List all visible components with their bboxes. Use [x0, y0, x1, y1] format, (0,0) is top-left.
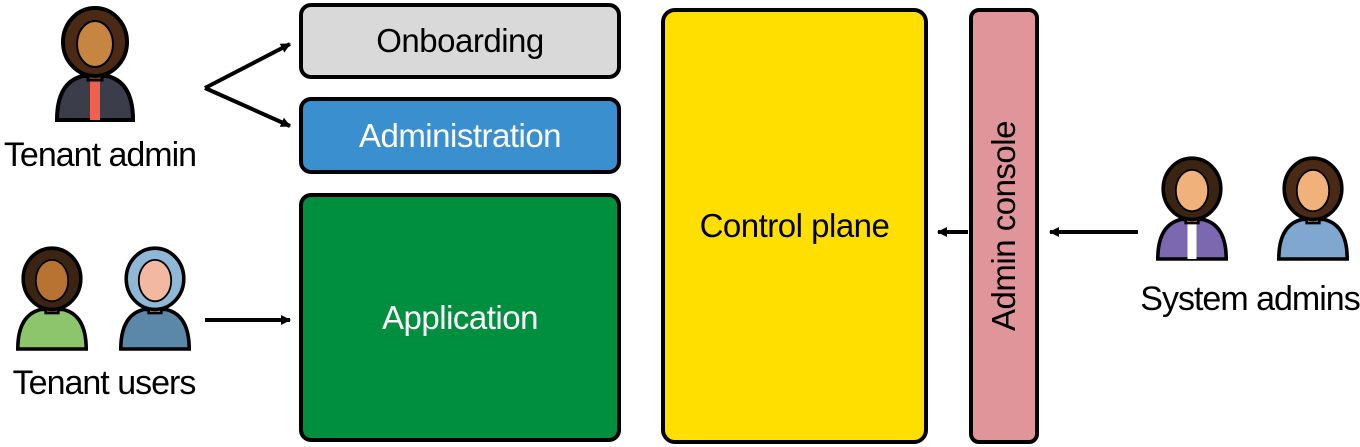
tenant-admin-person-icon — [54, 6, 136, 122]
onboarding-label: Onboarding — [376, 22, 544, 59]
system-admins-label: System admins — [1140, 280, 1360, 318]
tenant-user-man-icon — [15, 246, 89, 351]
tenant-users-label: Tenant users — [12, 364, 197, 402]
admin-console-label: Admin console — [985, 121, 1023, 331]
system-admin-woman-icon — [1276, 156, 1350, 261]
application-label: Application — [382, 298, 538, 336]
onboarding-box[interactable]: Onboarding — [299, 3, 621, 79]
application-box[interactable]: Application — [299, 193, 621, 442]
control-plane-label: Control plane — [699, 207, 890, 244]
tenant-user-hijab-icon — [118, 246, 192, 351]
administration-box[interactable]: Administration — [299, 97, 621, 174]
arrow-to-onboarding — [204, 42, 291, 90]
system-admin-man-icon — [1155, 156, 1229, 261]
control-plane-box[interactable]: Control plane — [661, 8, 928, 444]
arrow-to-administration — [204, 86, 291, 128]
admin-console-box[interactable]: Admin console — [969, 8, 1039, 444]
tenant-admin-label: Tenant admin — [3, 136, 197, 174]
administration-label: Administration — [358, 116, 562, 154]
